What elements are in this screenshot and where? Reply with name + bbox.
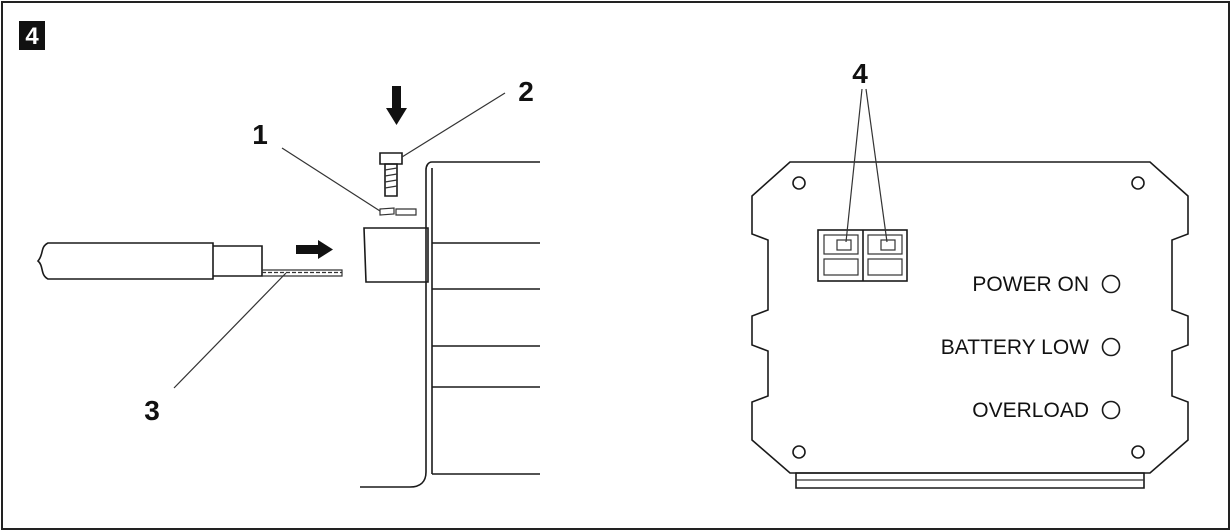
led-overload: [1101, 400, 1121, 420]
leader-line-3: [173, 272, 287, 389]
screw-down-arrow: [386, 86, 407, 125]
callout-1: 1: [252, 119, 268, 150]
panel-number-badge: 4: [19, 21, 45, 50]
device-front-panel: [751, 161, 1189, 489]
clamp-plate: [379, 207, 417, 216]
leader-line-1: [281, 147, 381, 212]
cable: [36, 242, 343, 280]
callout-2: 2: [518, 76, 534, 107]
indicator-label-power-on: POWER ON: [972, 273, 1089, 296]
led-power-on: [1101, 274, 1121, 294]
input-terminals: [817, 229, 908, 282]
leader-line-4b: [865, 88, 888, 243]
terminal-screw: [379, 152, 403, 197]
indicator-power-on: POWER ON: [972, 273, 1121, 296]
indicator-label-battery-low: BATTERY LOW: [941, 336, 1089, 359]
insert-arrow: [296, 240, 333, 259]
leader-line-4a: [845, 88, 863, 243]
callout-3: 3: [144, 395, 160, 426]
terminal-block: [363, 227, 429, 283]
led-battery-low: [1101, 337, 1121, 357]
mounting-holes: [792, 176, 1145, 459]
leader-line-2: [401, 92, 506, 158]
indicator-battery-low: BATTERY LOW: [941, 336, 1121, 359]
callout-4: 4: [852, 58, 868, 89]
indicator-label-overload: OVERLOAD: [972, 399, 1089, 422]
panel-number: 4: [25, 23, 39, 50]
indicator-overload: OVERLOAD: [972, 399, 1121, 422]
device-housing: [360, 161, 540, 488]
